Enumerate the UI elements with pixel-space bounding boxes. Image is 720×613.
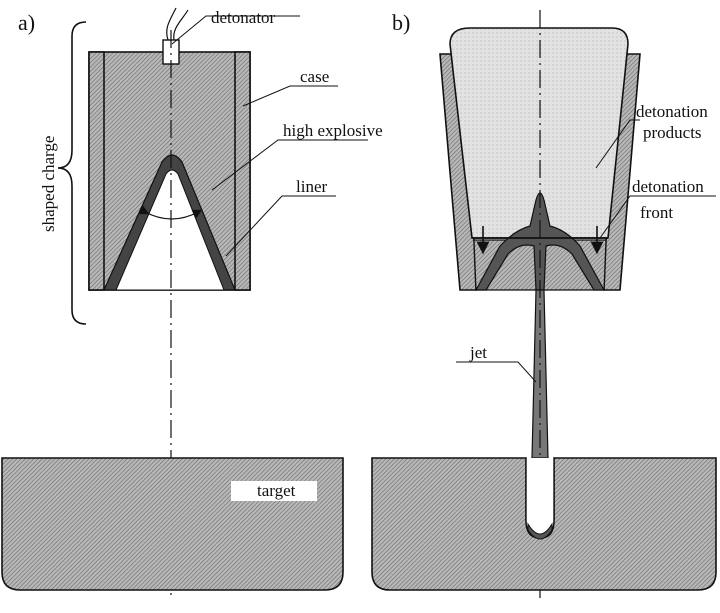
panel-a: a) shaped charge detonator case high exp… [1,7,383,600]
detonation-front-label-2: front [640,203,673,222]
detonation-front-label-1: detonation [632,177,704,196]
panel-b-label: b) [392,10,410,35]
front-leader [599,195,716,239]
case-label: case [300,67,329,86]
shaped-charge-brace [57,21,87,325]
high-explosive-label: high explosive [283,121,383,140]
liner-label: liner [296,177,327,196]
products-leader [595,119,640,169]
liner-leader [225,195,336,257]
crater-slug [527,522,553,540]
panel-a-label: a) [18,10,35,35]
panel-b: b) detonation products detonation front [371,10,717,600]
penetration-crater [525,458,555,539]
detonator-wire-2 [173,9,189,41]
detonator-wire-1 [166,7,177,41]
detonator-label: detonator [211,8,276,27]
detonation-products-label-1: detonation [636,102,708,121]
jet-label: jet [469,343,487,362]
case-right-wall [234,51,251,291]
detonator-leader [171,15,300,45]
target-block-a [1,457,344,591]
collapsing-liner [474,192,606,291]
case-left-wall [88,51,105,291]
target-label-box [231,481,317,501]
detonation-products-label-2: products [643,123,702,142]
cone-angle-arc [138,205,203,220]
case-leader [242,85,338,107]
jet-leader [456,361,537,383]
shaped-charge-label: shaped charge [39,136,58,232]
liner-cavity [115,169,225,291]
high-explosive-leader [211,139,368,191]
target-label: target [257,481,296,500]
